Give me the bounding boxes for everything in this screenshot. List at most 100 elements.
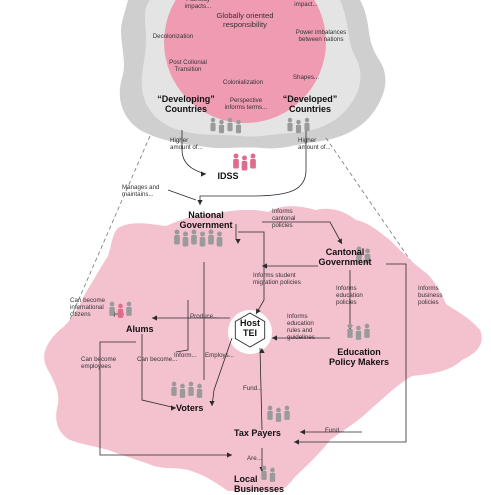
alums-to-employees <box>99 341 232 456</box>
person-head <box>219 119 224 125</box>
person-head <box>356 325 361 331</box>
person-head <box>270 467 275 473</box>
person-body <box>179 388 186 398</box>
cantonal-people <box>356 246 371 264</box>
informs-business-policies-label: Informs business policies <box>418 285 443 307</box>
cantonal-business-policies <box>294 263 407 443</box>
people-figures <box>109 117 371 482</box>
person-body <box>355 330 362 340</box>
person-icon <box>188 381 194 396</box>
edu-people <box>347 323 370 340</box>
person-head <box>356 246 362 252</box>
developed-people <box>287 117 310 134</box>
power-imbalances-label: Power imbalances between nations <box>295 29 347 44</box>
idss-halo <box>202 159 278 195</box>
person-head <box>183 231 188 237</box>
arrowhead <box>256 308 261 314</box>
local-business-people <box>261 465 276 482</box>
alums-label: Alums <box>126 324 154 334</box>
arrowhead <box>272 335 277 341</box>
person-head <box>287 117 293 123</box>
person-icon <box>287 117 293 132</box>
person-body <box>261 470 267 480</box>
inform-branch <box>175 300 189 353</box>
person-icon <box>356 246 362 262</box>
person-icon <box>117 303 124 318</box>
background-shapes <box>44 0 482 491</box>
produce-label: Produce... <box>190 313 219 320</box>
alums-people <box>109 301 132 318</box>
person-head <box>267 405 273 411</box>
arrowhead <box>227 452 232 458</box>
person-head <box>236 119 241 125</box>
person-head <box>126 301 132 307</box>
shapes-label: Shapes... <box>292 74 320 81</box>
person-body <box>287 122 293 132</box>
can-become-label: Can become... <box>137 356 178 363</box>
person-icon <box>210 117 216 132</box>
arrowhead <box>259 348 265 353</box>
arrowhead <box>152 315 157 321</box>
arrowhead <box>294 439 299 445</box>
person-icon <box>295 119 302 134</box>
developed-to-national <box>199 130 307 205</box>
voters-people <box>171 381 203 398</box>
person-icon <box>218 119 225 134</box>
person-icon <box>126 301 132 316</box>
arrowhead <box>337 238 342 244</box>
arrowhead <box>171 405 176 411</box>
person-icon <box>179 383 186 398</box>
person-icon <box>109 301 115 316</box>
person-body <box>216 237 223 247</box>
arrowhead <box>201 171 206 177</box>
person-body <box>171 386 177 396</box>
person-head <box>276 407 281 413</box>
person-head <box>242 155 247 161</box>
person-head <box>227 117 233 123</box>
person-body <box>196 388 203 398</box>
person-body <box>233 159 239 169</box>
person-head <box>174 229 180 235</box>
person-icon <box>275 407 282 422</box>
person-head <box>188 381 194 387</box>
person-body <box>250 159 256 169</box>
can-become-employees-label: Can become employees <box>81 356 117 371</box>
person-body <box>347 328 353 338</box>
person-icon <box>235 119 242 134</box>
developing-people <box>210 117 242 134</box>
education-policy-makers-label: Education Policy Makers <box>328 347 390 368</box>
person-body <box>174 235 180 245</box>
developing-countries-label: “Developing” Countries <box>157 94 215 115</box>
person-body <box>218 124 225 134</box>
person-body <box>188 386 194 396</box>
developed-countries-label: “Developed” Countries <box>282 94 338 115</box>
local-businesses-label: Local Businesses <box>234 474 285 495</box>
taxpayers-to-host <box>259 347 263 431</box>
person-head <box>296 119 301 125</box>
person-icon <box>261 465 267 480</box>
fund-label-1: Fund... <box>243 385 263 392</box>
person-head <box>200 231 205 237</box>
manages-maintains-pointer <box>167 189 197 201</box>
person-head <box>364 323 370 329</box>
person-icon <box>267 405 273 420</box>
person-head <box>197 383 202 389</box>
arrowhead <box>262 263 267 269</box>
person-icon <box>191 229 197 245</box>
person-icon <box>199 231 206 247</box>
alums-to-voters <box>141 334 177 409</box>
person-icon <box>216 231 223 247</box>
person-icon <box>284 405 290 420</box>
person-icon <box>233 153 239 169</box>
person-body <box>191 235 197 245</box>
voters-label: Voters <box>176 403 204 413</box>
inform-label: Inform... <box>174 352 197 359</box>
fund-label-2: Fund... <box>325 427 345 434</box>
connector-lines <box>99 130 407 472</box>
person-body <box>182 237 189 247</box>
person-icon <box>364 248 371 264</box>
host-tei-hexagon <box>234 312 266 348</box>
person-body <box>126 306 132 316</box>
person-head <box>208 229 214 235</box>
person-body <box>267 410 273 420</box>
